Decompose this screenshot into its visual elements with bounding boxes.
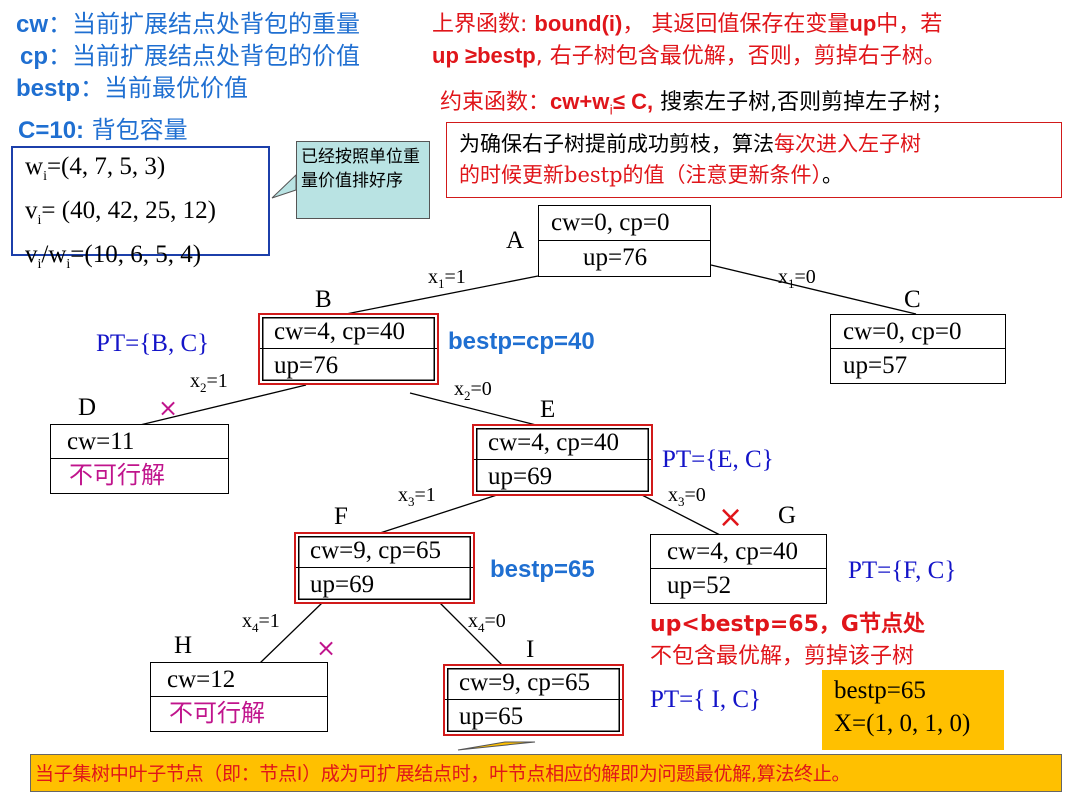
legend-cw: cw：当前扩展结点处背包的重量: [16, 4, 360, 39]
legend-bestp-key: bestp: [16, 75, 81, 102]
constraint-function: 约束函数：cw+wi≤ C, 搜索左子树,否则剪掉左子树；: [440, 89, 954, 119]
node-f-bound: up=69: [310, 571, 375, 598]
edge-label-ef: x3=1: [398, 484, 436, 509]
legend-cp-desc: ：当前扩展结点处背包的价值: [48, 42, 361, 70]
prune-g-note-line1: up<bestp=65，G节点处: [650, 612, 925, 637]
node-e: cw=4, cp=40 up=69: [472, 424, 653, 496]
callout-pointer: [271, 173, 297, 199]
node-d: cw=11 不可行解: [50, 424, 229, 494]
weights-line: wi=(4, 7, 5, 3): [25, 153, 166, 184]
cross-icon-g: ×: [718, 500, 744, 535]
edge-line-ac: [710, 264, 917, 315]
node-i-state: cw=9, cp=65: [445, 666, 622, 700]
result-box: bestp=65 X=(1, 0, 1, 0): [822, 670, 1004, 750]
values-line: vi= (40, 42, 25, 12): [25, 197, 216, 228]
edge-label-fh: x4=1: [242, 610, 280, 635]
edge-line-ab: [345, 275, 539, 315]
note-box: 为确保右子树提前成功剪枝，算法每次进入左子树 的时候更新bestp的值（注意更新…: [446, 122, 1062, 198]
node-a-bound: up=76: [583, 244, 648, 271]
edge-line-fi: [439, 602, 503, 666]
node-c: cw=0, cp=0 up=57: [830, 314, 1006, 384]
node-label-i: I: [526, 636, 535, 663]
legend-capacity: C=10: 背包容量: [18, 110, 188, 145]
bottom-banner: 当子集树中叶子节点（即：节点I）成为可扩展结点时，叶节点相应的解即为问题最优解,…: [30, 754, 1062, 792]
legend-bestp-desc: ：当前最优价值: [80, 74, 249, 102]
edge-line-be: [409, 392, 541, 427]
node-h-state: cw=12: [151, 663, 327, 697]
edge-line-bd: [139, 384, 307, 426]
node-e-bound: up=69: [488, 463, 553, 490]
legend-capacity-desc: 背包容量: [84, 116, 188, 144]
result-solution: X=(1, 0, 1, 0): [834, 710, 971, 737]
bestp-65-note: bestp=65: [490, 556, 595, 583]
node-label-f: F: [334, 503, 348, 530]
legend-cw-key: cw: [16, 11, 49, 38]
node-i: cw=9, cp=65 up=65: [443, 664, 624, 736]
edge-label-ab: x1=1: [428, 266, 466, 291]
node-b-bound: up=76: [274, 352, 339, 379]
legend-cw-desc: ：当前扩展结点处背包的重量: [48, 10, 361, 38]
legend-capacity-key: C=10:: [18, 117, 85, 144]
edge-label-eg: x3=0: [668, 484, 706, 509]
node-b-state: cw=4, cp=40: [260, 315, 437, 349]
node-c-state: cw=0, cp=0: [831, 315, 1005, 349]
ratio-line: vi/wi=(10, 6, 5, 4): [25, 241, 202, 272]
callout-sorted-text: 已经按照单位重量价值排好序: [301, 147, 420, 191]
cross-icon-d: ×: [158, 394, 179, 422]
node-g-state: cw=4, cp=40: [651, 535, 826, 569]
node-e-state: cw=4, cp=40: [474, 426, 651, 460]
node-h: cw=12 不可行解: [150, 662, 328, 732]
node-label-a: A: [506, 227, 525, 254]
node-f-state: cw=9, cp=65: [296, 534, 473, 568]
node-label-d: D: [78, 394, 97, 421]
prune-g-note-line2: 不包含最优解，剪掉该子树: [650, 644, 915, 669]
edge-label-fi: x4=0: [468, 610, 506, 635]
node-g: cw=4, cp=40 up=52: [650, 534, 827, 604]
legend-cp: cp：当前扩展结点处背包的价值: [20, 36, 360, 71]
node-a: cw=0, cp=0 up=76: [538, 205, 711, 277]
node-d-state: cw=11: [51, 425, 228, 459]
items-box: wi=(4, 7, 5, 3) vi= (40, 42, 25, 12) vi/…: [11, 146, 270, 272]
node-i-bound: up=65: [459, 703, 524, 730]
pt-fc: PT={F, C}: [848, 557, 957, 584]
node-g-bound: up=52: [667, 572, 732, 599]
node-h-infeasible: 不可行解: [169, 699, 265, 727]
edge-label-bd: x2=1: [190, 370, 228, 395]
bestp-40-note: bestp=cp=40: [448, 328, 595, 355]
node-label-b: B: [315, 286, 332, 313]
legend-bestp: bestp：当前最优价值: [16, 68, 248, 103]
bound-function-line1: 上界函数: bound(i)， 其返回值保存在变量up中，若: [432, 11, 943, 37]
pt-ec: PT={E, C}: [662, 446, 774, 473]
callout-sorted: 已经按照单位重量价值排好序: [296, 141, 430, 219]
node-label-g: G: [778, 502, 797, 529]
node-label-c: C: [904, 286, 921, 313]
edge-line-ef: [379, 493, 501, 534]
node-c-bound: up=57: [843, 352, 908, 379]
cross-icon-h: ×: [316, 634, 337, 662]
node-label-h: H: [174, 632, 193, 659]
pt-ic: PT={ I, C}: [650, 686, 762, 713]
node-d-infeasible: 不可行解: [69, 461, 165, 489]
legend-cp-key: cp: [20, 43, 49, 70]
node-f: cw=9, cp=65 up=69: [294, 532, 475, 604]
edge-label-ac: x1=0: [778, 266, 816, 291]
bound-function-line2: up ≥bestp, 右子树包含最优解，否则，剪掉右子树。: [432, 43, 946, 69]
node-label-e: E: [540, 396, 556, 423]
node-b: cw=4, cp=40 up=76: [258, 313, 439, 385]
edge-line-fh: [259, 602, 323, 664]
result-bestp: bestp=65: [834, 677, 926, 704]
node-a-state: cw=0, cp=0: [539, 206, 710, 241]
edge-line-eg: [639, 493, 721, 536]
banner-pointer: [457, 741, 536, 751]
pt-bc: PT={B, C}: [96, 330, 210, 357]
edge-label-be: x2=0: [454, 378, 492, 403]
